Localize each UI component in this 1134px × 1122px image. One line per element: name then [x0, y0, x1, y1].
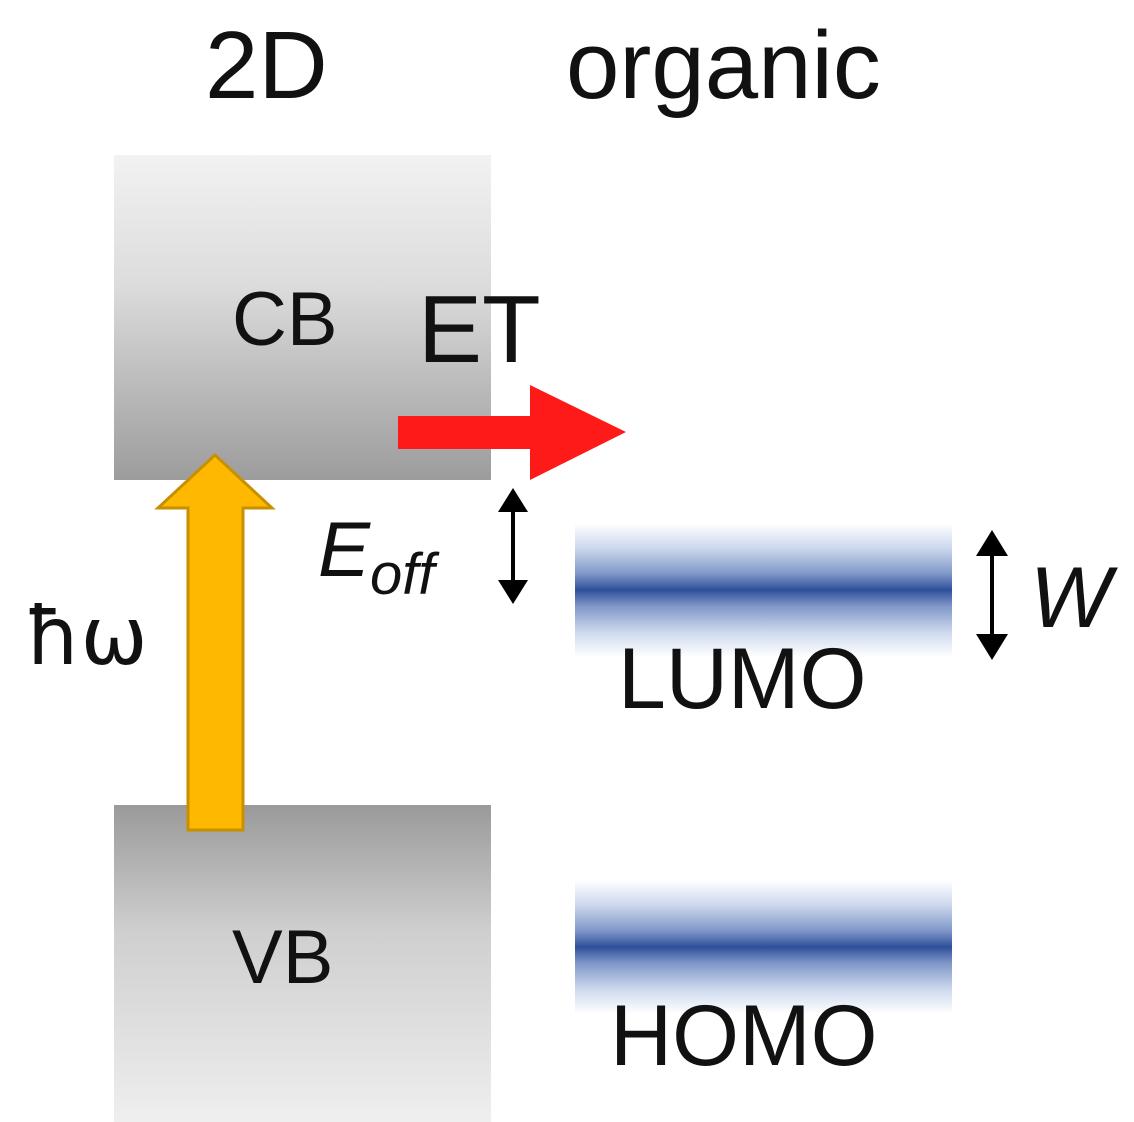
offset-symbol: E [318, 505, 371, 593]
column-title-2d: 2D [205, 12, 328, 119]
offset-subscript: off [370, 542, 435, 607]
excitation-arrow [154, 452, 276, 832]
homo-level [575, 880, 952, 1014]
offset-label: Eoff [318, 510, 435, 604]
cb-label: CB [232, 277, 338, 362]
electron-transfer-arrow [398, 385, 626, 480]
lumo-level [575, 523, 952, 657]
electron-transfer-label: ET [418, 276, 541, 383]
offset-double-arrow [498, 488, 528, 604]
photon-energy-label: ħω [25, 590, 148, 683]
vb-label: VB [232, 915, 334, 1000]
width-double-arrow [976, 530, 1008, 660]
valence-band [114, 805, 491, 1122]
homo-label: HOMO [610, 988, 878, 1084]
column-title-organic: organic [566, 12, 881, 119]
lumo-label: LUMO [618, 631, 867, 727]
width-label: W [1030, 550, 1112, 646]
